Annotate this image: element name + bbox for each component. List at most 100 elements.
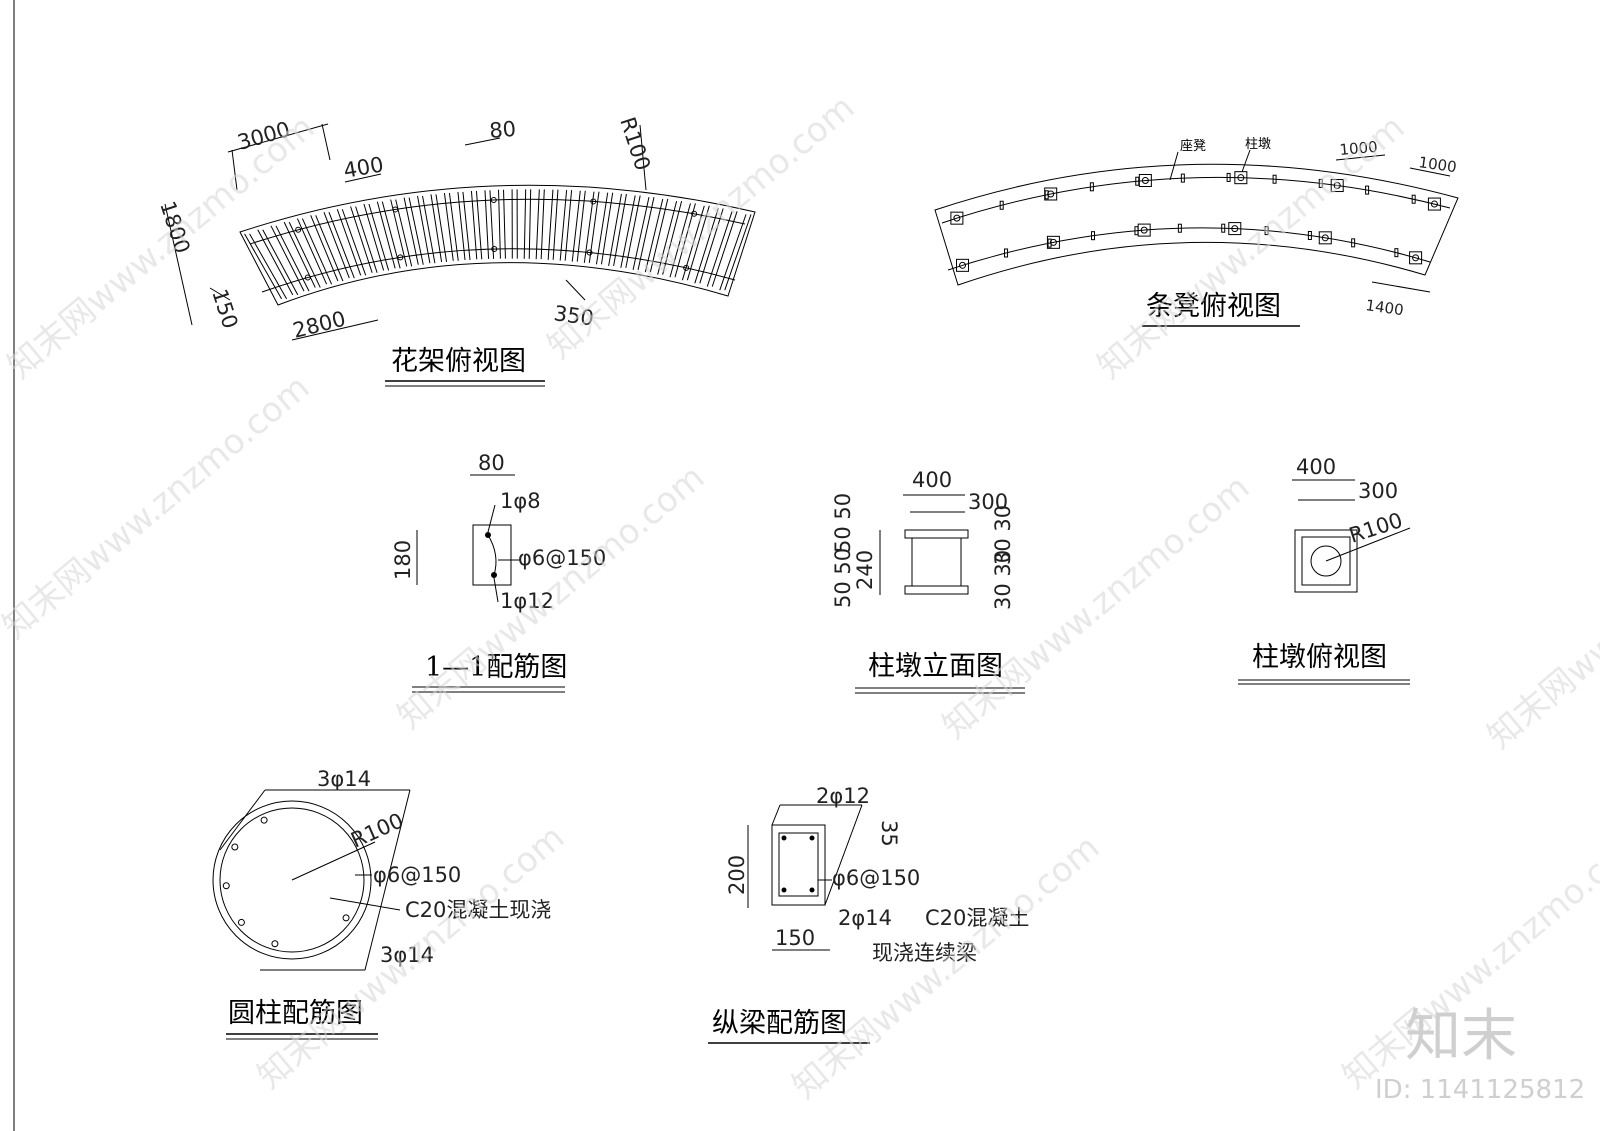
pier-plan: 400 300 R100 柱墩俯视图 [1238, 455, 1411, 685]
pergola-rafter [644, 198, 664, 273]
label-column-bottom-bars: 3φ14 [380, 943, 434, 967]
dim-180: 180 [391, 540, 415, 580]
title-column-rebar: 圆柱配筋图 [228, 998, 363, 1029]
label-top-bar: 1φ8 [500, 489, 541, 513]
dim-80-section: 80 [478, 451, 505, 475]
bench-slat [1411, 194, 1416, 204]
pergola-post [590, 198, 597, 205]
pergola-rafter [559, 190, 568, 261]
pier-cap [904, 529, 969, 539]
watermark: 知末网www.znzmo.com [0, 107, 322, 386]
label-beam-bottom-bars: 2φ14 [838, 906, 892, 930]
bench-pier [1138, 173, 1152, 187]
watermark-layer: 知末网www.znzmo.com 知末网www.znzmo.com 知末网www… [0, 87, 1600, 1106]
beam-stirrup [778, 832, 819, 897]
dim-400-plan: 400 [1296, 455, 1336, 479]
bench-slat [1135, 176, 1140, 186]
pergola-rafter [600, 192, 614, 265]
bench-pier-column [1333, 182, 1341, 190]
bench-seat-line [947, 227, 1431, 271]
pergola-rafter [270, 225, 305, 292]
pergola-rafter [363, 203, 385, 271]
bench-slat [1307, 231, 1312, 240]
pergola-rafter [694, 208, 719, 284]
bench-pier-column [1237, 174, 1245, 182]
pier-plan-column [1310, 545, 1342, 577]
pier-elevation: 400 300 50 50 240 50 50 30 30 30 30 柱墩立面… [831, 468, 1025, 694]
pergola-rafter [376, 201, 396, 269]
dim-1400: 1400 [1364, 296, 1404, 319]
label-beam-stirrup: φ6@150 [832, 866, 920, 890]
pergola-rafter [498, 189, 501, 259]
pergola-rafter [576, 190, 586, 262]
label-column-concrete: C20混凝土现浇 [405, 898, 551, 922]
pergola-rafter [301, 218, 333, 285]
dim-left-top: 50 50 [831, 493, 855, 553]
bench-pier-column [1140, 226, 1148, 234]
bench-pier-column [959, 261, 967, 269]
column-bar [222, 882, 230, 890]
pier-plan-outer [1294, 529, 1358, 593]
label-bottom-bar: 1φ12 [500, 589, 554, 613]
pergola-rafter [523, 189, 527, 259]
pergola-rafter [489, 190, 495, 259]
pier-plan-inner [1301, 536, 1351, 586]
pergola-rafter [350, 206, 373, 273]
pergola-rafter [262, 229, 299, 296]
label-beam-concrete2: 现浇连续梁 [872, 941, 977, 965]
bench-pier [956, 258, 970, 272]
label-pier: 柱墩 [1245, 137, 1271, 152]
section-rect [472, 524, 512, 586]
bench-slat [1318, 178, 1323, 188]
bench-seat-line [941, 176, 1451, 224]
pergola-rafter [244, 233, 283, 300]
pergola-rafter [275, 225, 310, 292]
pergola-rafter [637, 197, 655, 270]
column-stirrup [219, 807, 365, 953]
pergola-rafter [681, 205, 705, 281]
dim-150: 150 [207, 286, 242, 332]
pergola-rafter [613, 193, 627, 267]
pergola-rafter [540, 189, 545, 260]
pergola-post [392, 206, 399, 213]
bench-slat [1365, 185, 1370, 195]
pergola-rafter [724, 214, 752, 291]
pergola-rafter [535, 189, 540, 260]
bench-slat [1134, 226, 1139, 236]
pergola-rafter [355, 206, 378, 273]
pergola-rafter [588, 191, 600, 263]
pergola-post [683, 264, 690, 271]
pergola-rafter [503, 189, 506, 259]
dim-left-mid: 240 [853, 550, 877, 590]
dim-300-plan: 300 [1358, 479, 1398, 503]
bench-pier [950, 211, 964, 225]
pergola-rafter [528, 189, 532, 259]
pergola-rafter [336, 209, 362, 276]
bench-pier [1318, 231, 1332, 245]
bench-pier [1330, 179, 1344, 193]
label-beam-top-bars: 2φ12 [816, 784, 870, 808]
bench-slat [1394, 248, 1399, 258]
dim-80: 80 [488, 117, 517, 143]
pergola-post [295, 226, 302, 233]
bench-plan: 座凳 柱墩 1000 1000 1400 条凳俯视图 [934, 137, 1459, 327]
column-bars [222, 816, 350, 948]
bench-outline [934, 163, 1459, 286]
dim-right-bot: 30 30 [991, 550, 1015, 610]
pergola-rafter [296, 218, 328, 285]
pergola-rafter [475, 190, 483, 260]
label-beam-cover: 35 [877, 820, 901, 847]
brand-logo: 知末 [1405, 1004, 1517, 1069]
pergola-rafter [595, 192, 609, 265]
title-pier-plan: 柱墩俯视图 [1252, 642, 1387, 673]
pergola-rafter [711, 211, 738, 287]
bench-pier-column [1412, 254, 1420, 262]
pergola-rafter [422, 195, 436, 264]
pergola-post [304, 274, 311, 281]
title-pergola-plan: 花架俯视图 [391, 346, 526, 377]
column-bar [271, 940, 279, 948]
pergola-rafter [657, 200, 678, 275]
bench-piers [950, 171, 1441, 272]
pergola-rafter [649, 198, 669, 273]
pergola-rafter [368, 203, 390, 271]
